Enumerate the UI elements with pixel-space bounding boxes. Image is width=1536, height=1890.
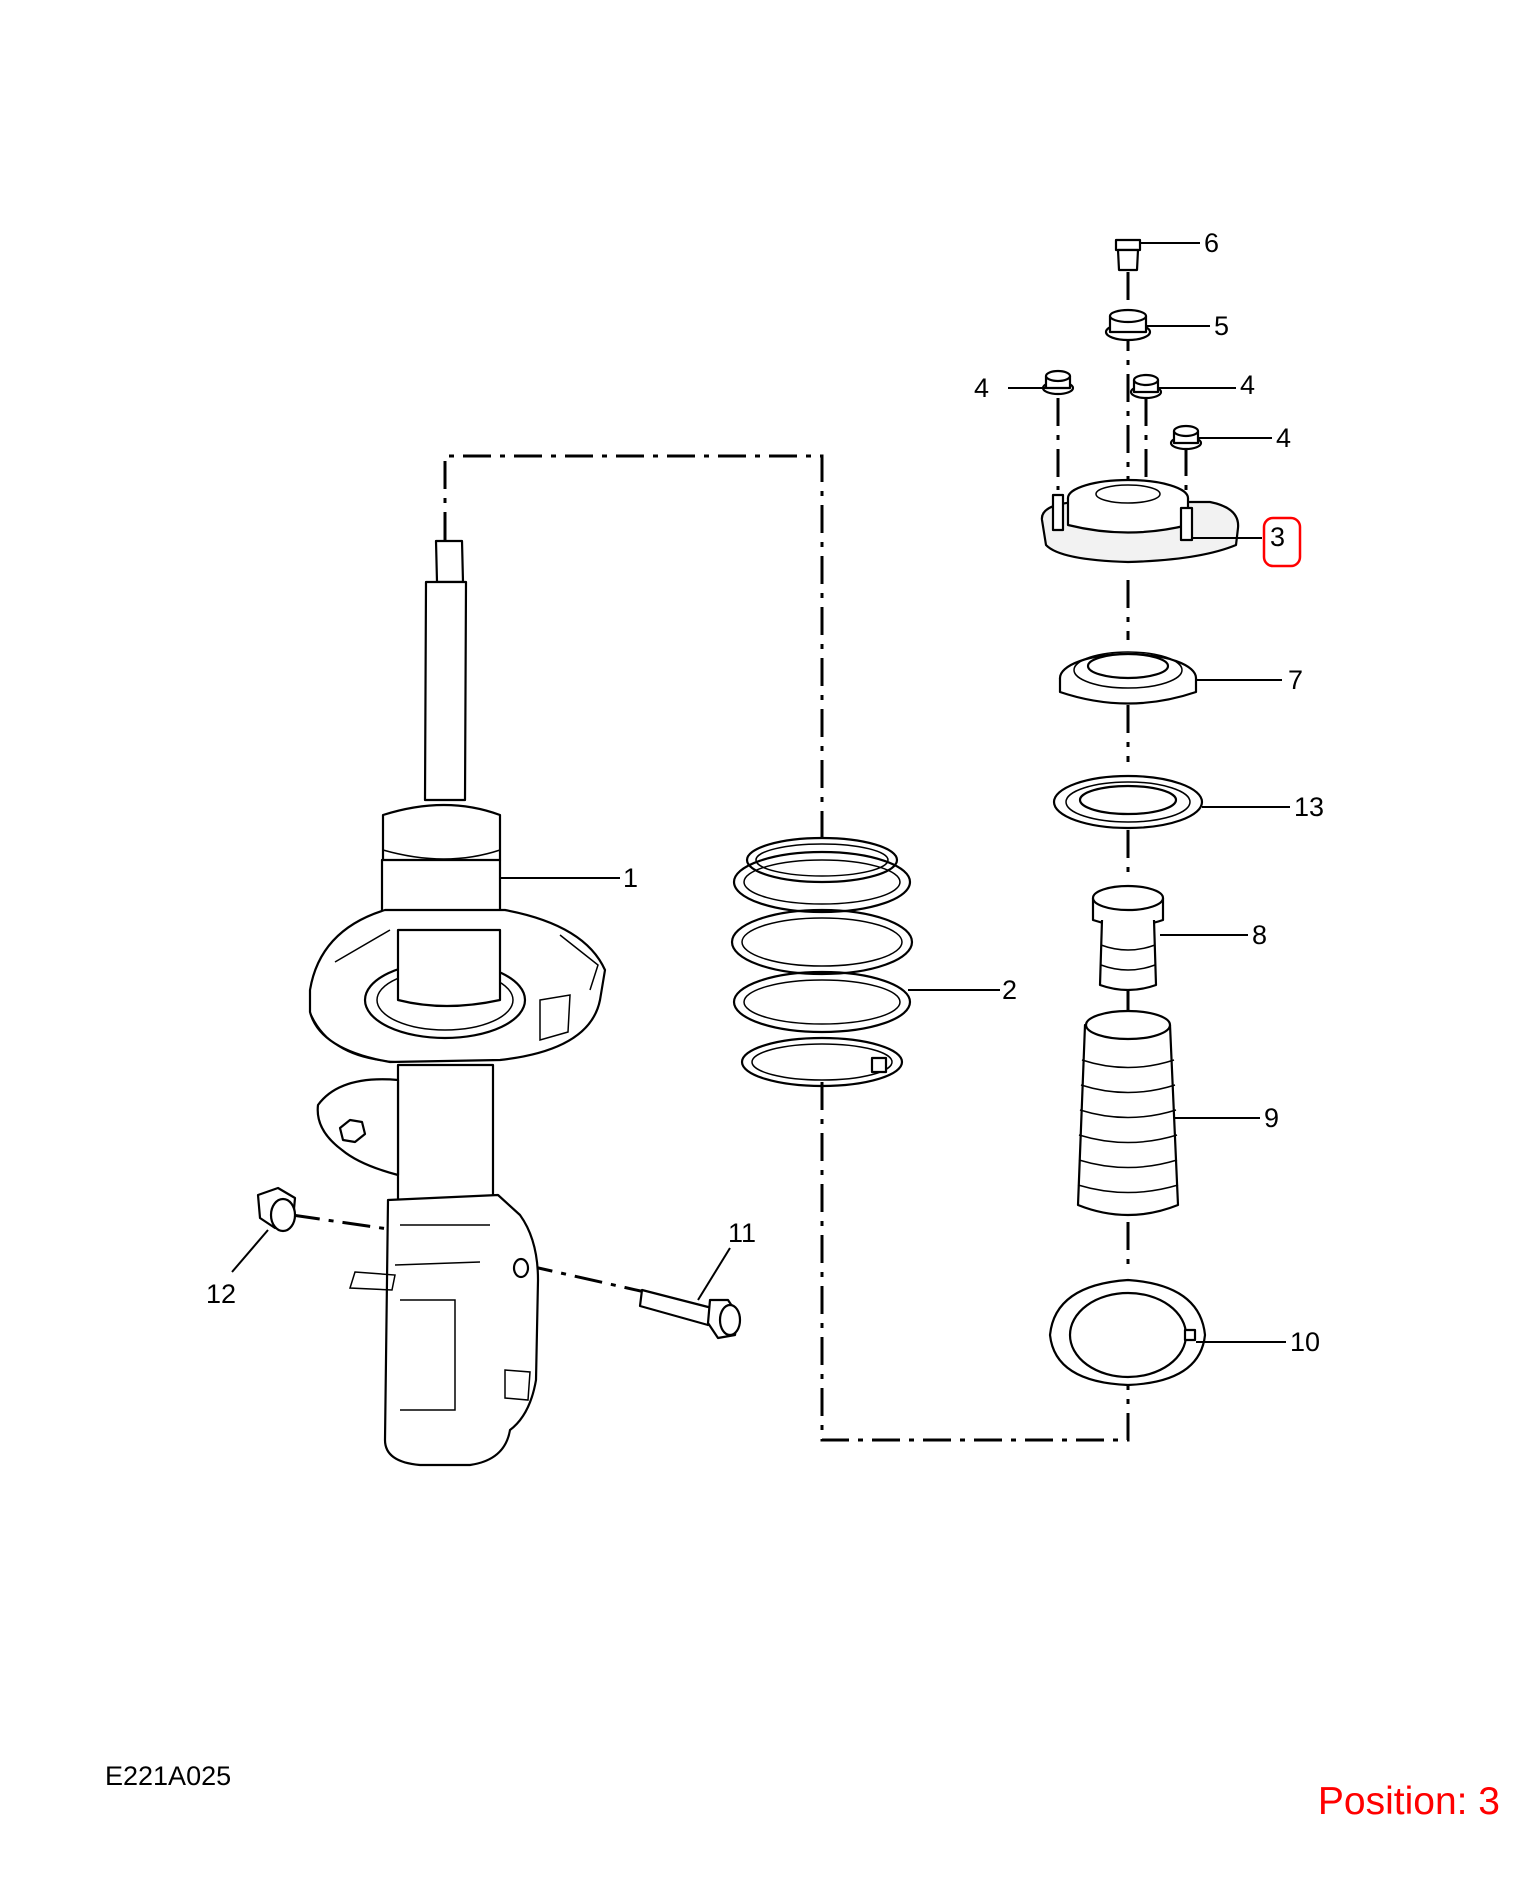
callout-12: 12 <box>206 1279 236 1309</box>
callout-11: 11 <box>728 1218 756 1248</box>
callout-4-mid: 4 <box>1240 370 1255 400</box>
position-label: Position: 3 <box>1317 1780 1500 1823</box>
callout-6: 6 <box>1204 228 1219 258</box>
assembly-path <box>443 454 824 838</box>
pinch-bolt <box>638 1288 742 1340</box>
callout-4-right: 4 <box>1276 423 1291 453</box>
top-bolt <box>1114 238 1142 272</box>
callout-7: 7 <box>1288 665 1303 695</box>
callout-1: 1 <box>623 863 638 893</box>
callout-8: 8 <box>1252 920 1267 950</box>
mount-bearing <box>1058 651 1198 705</box>
strut-assembly <box>308 539 607 1467</box>
bolt-axis-11 <box>524 1263 646 1294</box>
callout-10: 10 <box>1290 1327 1320 1357</box>
coil-spring <box>730 836 914 1088</box>
dust-boot <box>1076 1009 1180 1217</box>
diagram-code: E221A025 <box>105 1761 232 1791</box>
callout-2: 2 <box>1002 975 1017 1005</box>
callout-4-left: 4 <box>974 373 989 403</box>
spring-insulator <box>1052 774 1204 830</box>
callout-5: 5 <box>1214 311 1229 341</box>
callout-13: 13 <box>1294 792 1324 822</box>
bump-stop <box>1091 884 1165 992</box>
knuckle-nut <box>256 1186 297 1233</box>
callout-3: 3 <box>1270 522 1285 552</box>
bolt-axis-12 <box>291 1213 396 1232</box>
callout-3-highlight <box>1262 516 1302 568</box>
lower-spring-seat <box>1048 1278 1207 1387</box>
flange-nut-right <box>1169 424 1203 451</box>
center-nut <box>1104 308 1152 342</box>
callout-9: 9 <box>1264 1103 1279 1133</box>
flange-nut-mid <box>1129 373 1163 400</box>
assembly-path-lower <box>820 1082 1130 1442</box>
top-mount <box>1040 478 1240 564</box>
leader-lines <box>231 242 1290 1343</box>
flange-nut-left <box>1041 369 1075 396</box>
